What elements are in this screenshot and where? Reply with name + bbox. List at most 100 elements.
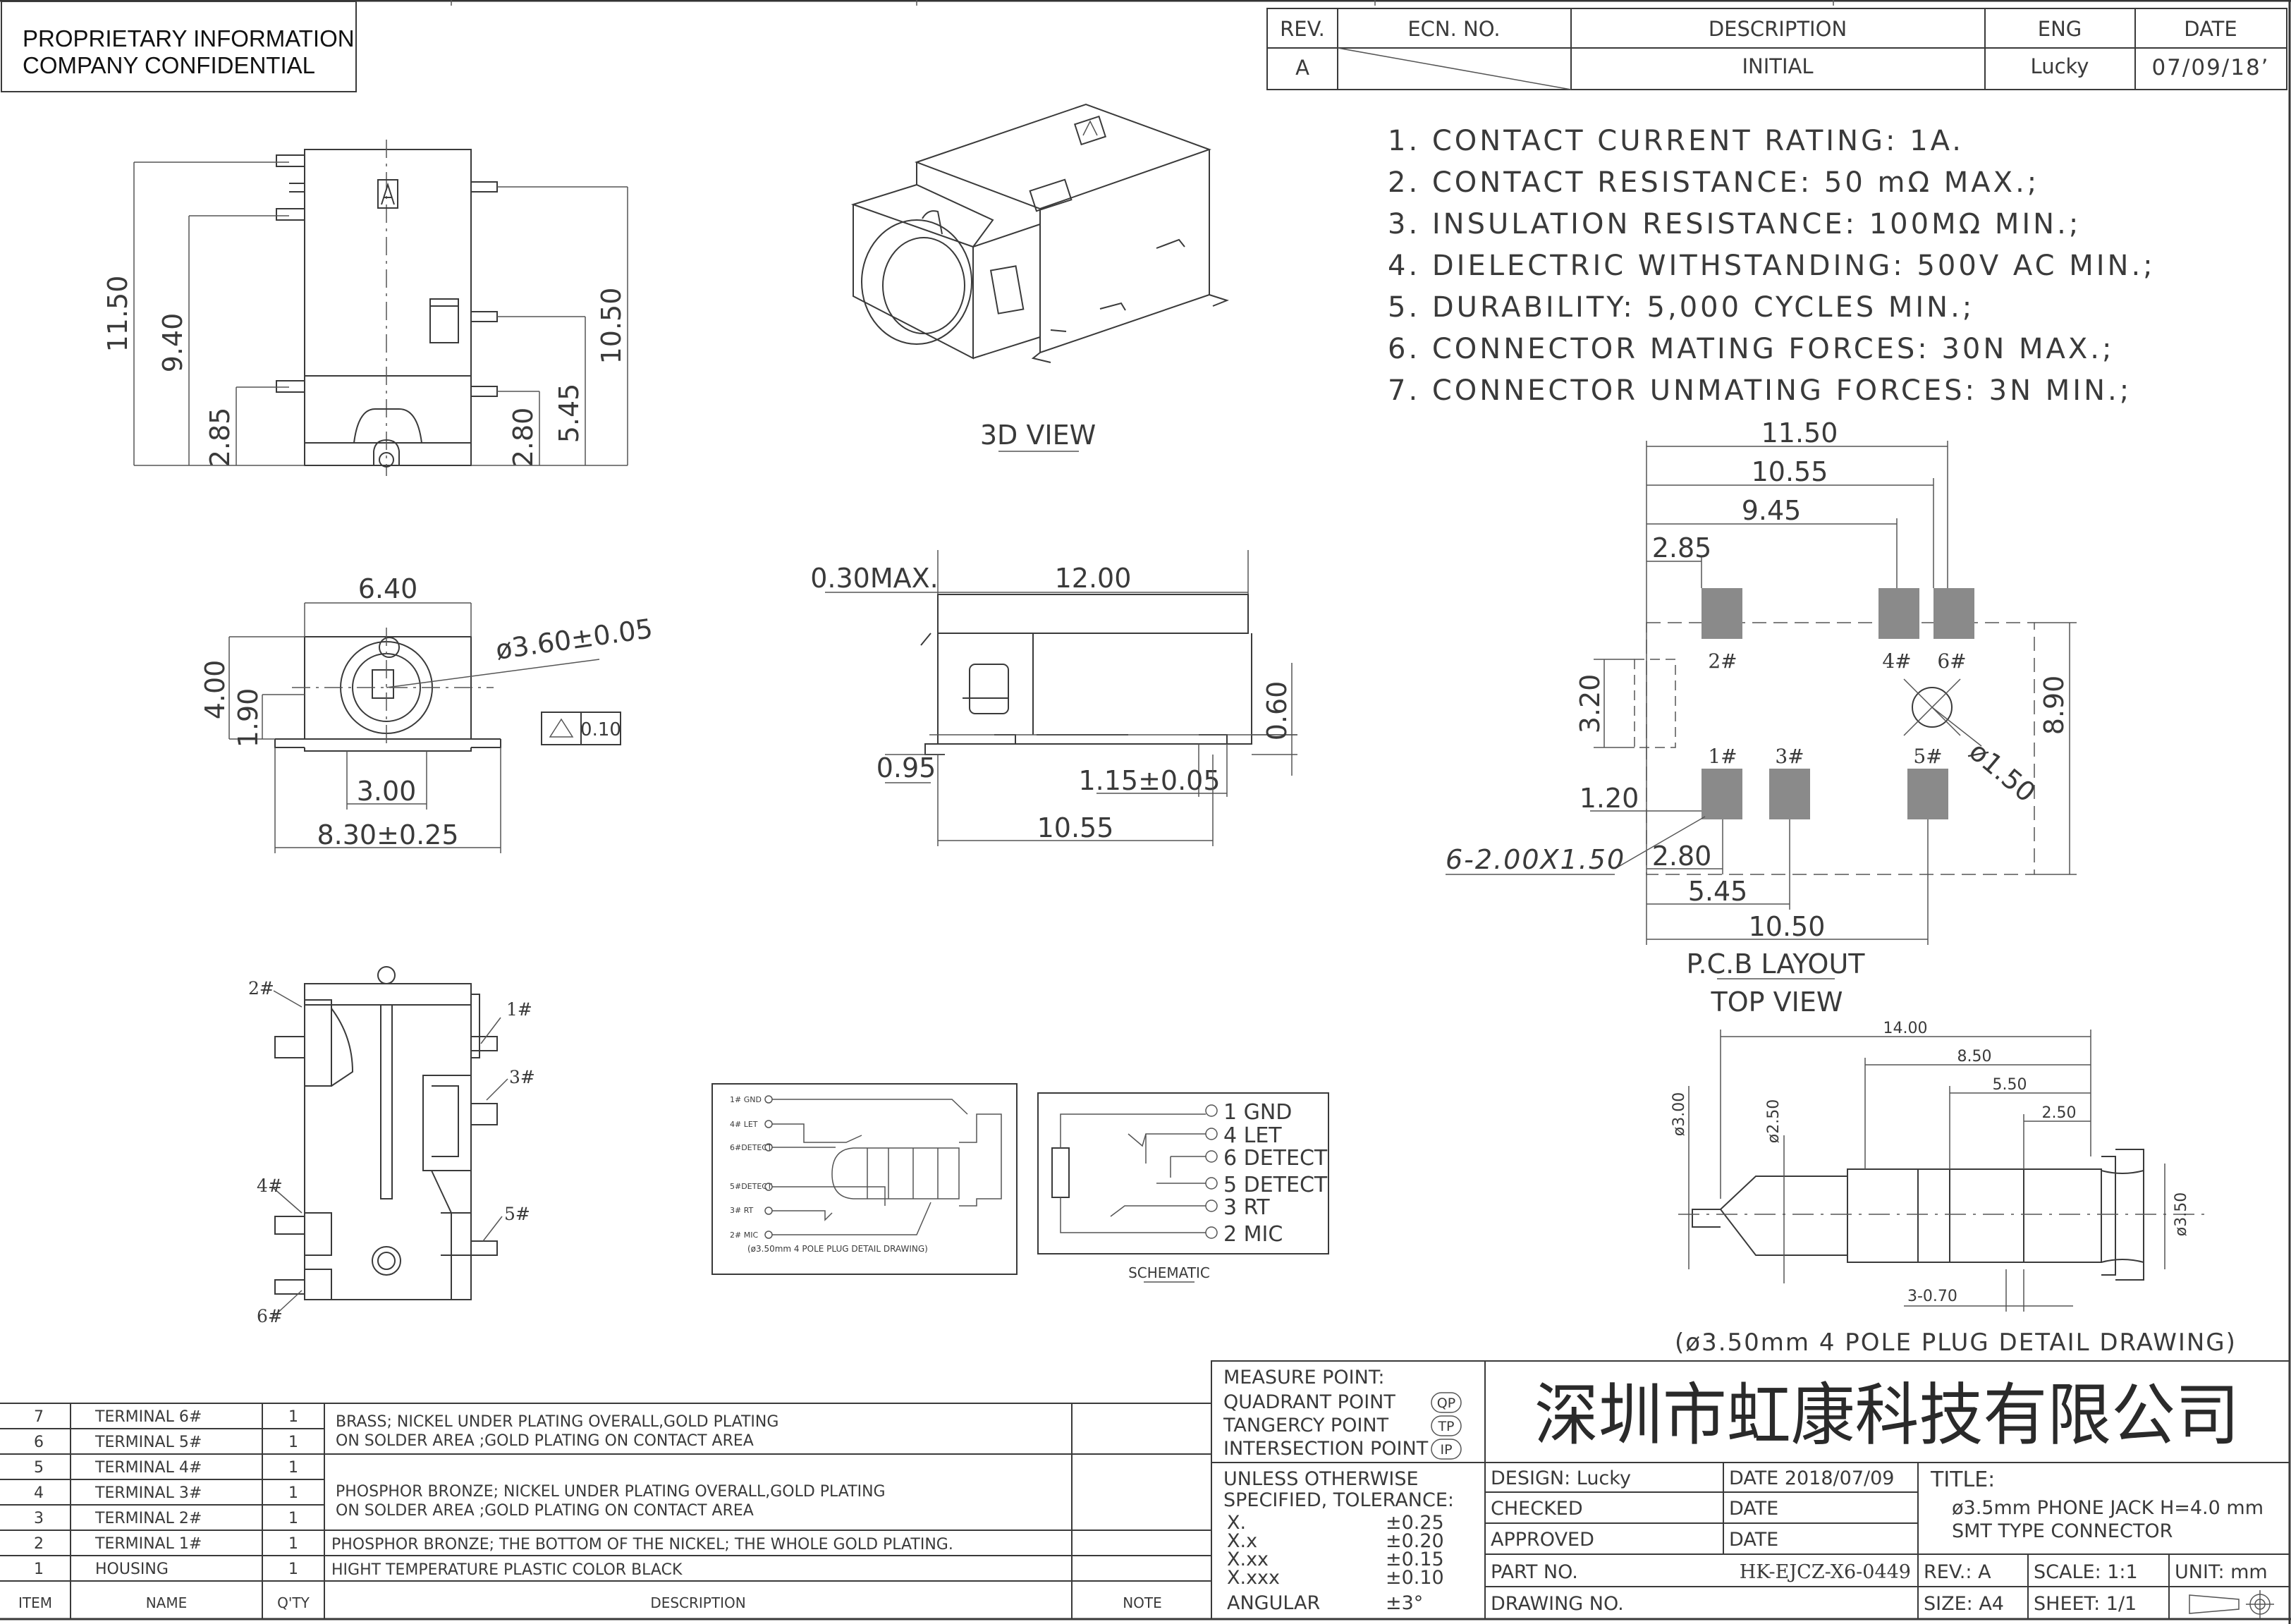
measure-point-code: QP (1437, 1396, 1455, 1411)
dim-label: 1.90 (233, 688, 264, 748)
tolerance-value: ±3° (1386, 1592, 1423, 1614)
bom-header-note: NOTE (1123, 1594, 1162, 1611)
approved-field: APPROVED (1491, 1529, 1594, 1551)
spec-item: 1. CONTACT CURRENT RATING: 1A. (1388, 125, 1964, 157)
profile-view: 0.30MAX. 12.00 0.60 0.95 1.15±0.05 10.55 (810, 550, 1297, 846)
size-field: SIZE: A4 (1924, 1593, 2004, 1615)
bom-item: 4 (34, 1484, 44, 1502)
pin-label: 2# (1708, 649, 1737, 673)
dim-label: 11.50 (102, 276, 133, 353)
dim-label: 6.40 (358, 573, 418, 604)
diameter-label: ø3.60±0.05 (494, 613, 654, 666)
plug-schematic-caption: (ø3.50mm 4 POLE PLUG DETAIL DRAWING) (747, 1244, 928, 1254)
pin-label: 5# (1913, 745, 1942, 768)
bom-description: PHOSPHOR BRONZE; THE BOTTOM OF THE NICKE… (331, 1536, 953, 1553)
bom-qty: 1 (288, 1408, 298, 1426)
unit-field: UNIT: mm (2175, 1561, 2268, 1583)
plug-pin-labels: 1# GND 4# LET 6#DETECT 5#DETECT 3# RT 2#… (730, 1095, 772, 1240)
schematic-pin-label: 5 DETECT (1223, 1173, 1328, 1197)
spec-item: 6. CONNECTOR MATING FORCES: 30N MAX.; (1388, 333, 2114, 365)
dim-label: 9.40 (157, 313, 188, 373)
pad-size-note: 6-2.00X1.50 (1446, 844, 1625, 875)
dim-label: 0.30MAX. (810, 563, 939, 594)
pin-label: 2# (248, 978, 274, 999)
bom-description: ON SOLDER AREA ;GOLD PLATING ON CONTACT … (336, 1432, 754, 1450)
measure-point-label: QUADRANT POINT (1223, 1391, 1395, 1413)
design-field: DESIGN: Lucky (1491, 1467, 1631, 1489)
dim-label: 9.45 (1742, 495, 1802, 526)
tolerance-label: X.xx (1227, 1549, 1269, 1570)
tolerance-value: ±0.10 (1386, 1567, 1444, 1589)
bom-name: TERMINAL 3# (94, 1484, 202, 1502)
side-view: 11.50 9.40 2.85 10.50 5.45 2.80 (102, 140, 628, 476)
dim-label: 14.00 (1883, 1020, 1928, 1037)
revision-date: 07/09/18’ (2151, 55, 2269, 80)
pin-label: 3# (1775, 745, 1804, 768)
dim-label: ø3.50 (2173, 1192, 2190, 1236)
dim-label: 5.45 (554, 384, 585, 444)
dim-label: ø3.00 (1670, 1092, 1688, 1136)
pin-label: 1# (1708, 745, 1737, 768)
revision-table: REV. ECN. NO. DESCRIPTION ENG DATE A INI… (1266, 8, 2287, 90)
hole-diameter: ø1.50 (1963, 735, 2041, 808)
dim-label: 2.85 (204, 408, 236, 468)
schematic-pin-label: 6 DETECT (1223, 1146, 1328, 1171)
confidential-line1: PROPRIETARY INFORMATION (23, 25, 355, 51)
pin-label: 1# GND (730, 1095, 762, 1104)
date-header: DATE (2184, 17, 2237, 41)
drawing-no-label: DRAWING NO. (1491, 1593, 1624, 1615)
description-header: DESCRIPTION (1709, 17, 1847, 41)
dim-label: 2.80 (1652, 841, 1712, 872)
dim-label: 11.50 (1761, 417, 1838, 448)
dim-label: 2.80 (508, 408, 539, 468)
bom-item: 3 (34, 1510, 44, 1527)
title-block: MEASURE POINT: QUADRANT POINT TANGERCY P… (1211, 1360, 2290, 1620)
dim-label: 8.90 (2039, 676, 2070, 735)
view-3d-label: 3D VIEW (980, 420, 1096, 451)
checked-date: DATE (1729, 1498, 1778, 1520)
schematic-pin-label: 4 LET (1223, 1123, 1282, 1148)
dim-label: 2.85 (1652, 532, 1712, 563)
pcb-layout-label: P.C.B LAYOUT (1687, 948, 1866, 979)
bom-name: TERMINAL 1# (94, 1535, 202, 1553)
measure-point-label: TANGERCY POINT (1223, 1415, 1389, 1436)
pin-label: 4# (257, 1176, 283, 1196)
spec-item: 5. DURABILITY: 5,000 CYCLES MIN.; (1388, 291, 1974, 324)
dim-label: 4.00 (200, 660, 231, 720)
bom-qty: 1 (288, 1484, 298, 1502)
bom-description: ON SOLDER AREA ;GOLD PLATING ON CONTACT … (336, 1502, 754, 1520)
dim-label: 1.15±0.05 (1078, 765, 1220, 796)
bom-item: 1 (34, 1561, 44, 1578)
rev-value: A (1295, 56, 1309, 80)
tolerance-label: X.xxx (1227, 1567, 1280, 1589)
sheet-field: SHEET: 1/1 (2034, 1593, 2137, 1615)
pin-label: 6#DETECT (730, 1143, 772, 1152)
bom-table: 7 TERMINAL 6# 1 6 TERMINAL 5# 1 5 TERMIN… (0, 1403, 1211, 1620)
bom-name: TERMINAL 2# (94, 1510, 202, 1527)
tolerance-label: X. (1227, 1512, 1246, 1534)
bom-header-item: ITEM (18, 1594, 52, 1611)
dim-label: 5.45 (1688, 876, 1748, 907)
ecn-header: ECN. NO. (1407, 17, 1500, 41)
spec-item: 7. CONNECTOR UNMATING FORCES: 3N MIN.; (1388, 374, 2132, 407)
pin-label: 2# MIC (730, 1231, 758, 1240)
measure-point-code: IP (1440, 1442, 1452, 1458)
projection-symbol-icon (2189, 1590, 2274, 1618)
tolerance-title: UNLESS OTHERWISE (1223, 1468, 1419, 1490)
dim-label: 0.95 (876, 752, 936, 783)
pcb-layout: ø1.50 2# 4# 6# 1# 3# 5# 11.50 10.55 9.45… (1446, 417, 2077, 1018)
title-label: TITLE: (1930, 1467, 1995, 1492)
top-view-label: TOP VIEW (1711, 987, 1843, 1018)
pin-label: 4# LET (730, 1120, 758, 1129)
dim-label: 10.55 (1037, 812, 1114, 843)
design-date: DATE 2018/07/09 (1729, 1467, 1894, 1489)
dim-label: 8.50 (1957, 1048, 1992, 1066)
tolerance-label: X.x (1227, 1530, 1257, 1552)
pin-label: 3# (509, 1067, 535, 1087)
flatness-value: 0.10 (580, 719, 621, 740)
schematic-pin-label: 3 RT (1223, 1195, 1270, 1220)
bottom-view: 2# 1# 3# 4# 5# 6# (248, 966, 535, 1326)
revision-description: INITIAL (1742, 54, 1813, 78)
bom-description: PHOSPHOR BRONZE; NICKEL UNDER PLATING OV… (336, 1483, 886, 1501)
dim-label: 10.50 (1749, 911, 1826, 942)
